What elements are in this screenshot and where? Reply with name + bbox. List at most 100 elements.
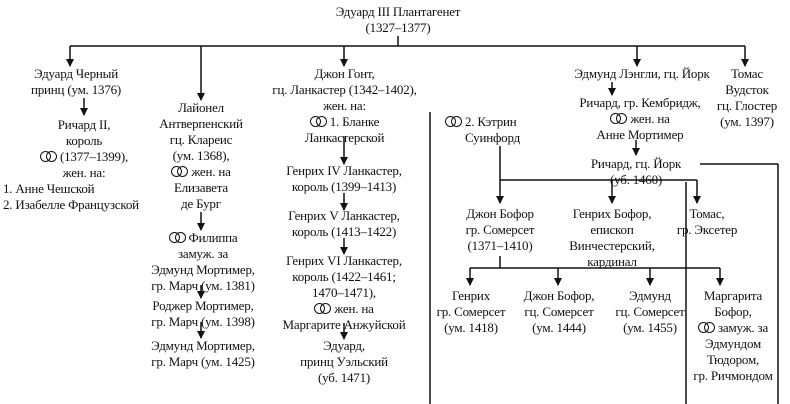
node-henry-beaufort: Генрих Бофор, епископ Винчестерский, кар… — [555, 206, 669, 270]
node-line: король (1422–1461; — [292, 269, 396, 284]
node-line: гр. Сомерсет — [465, 222, 535, 237]
node-edward-prince-wales: Эдуард, принц Уэльский (уб. 1471) — [284, 338, 404, 386]
node-line: (1371–1410) — [467, 238, 533, 253]
node-line: гр. Марч (ум. 1381) — [151, 278, 255, 293]
node-line: епископ — [590, 222, 634, 237]
node-line: король (1399–1413) — [291, 179, 397, 194]
node-line: Генрих V Ланкастер, — [288, 208, 400, 223]
node-richard-york: Ричард, гц. Йорк (уб. 1460) — [576, 156, 696, 188]
node-line: Ричард, гц. Йорк — [590, 156, 682, 171]
node-line: гр. Сомерсет — [436, 304, 506, 319]
node-edmund-langley: Эдмунд Лэнгли, гц. Йорк — [557, 66, 727, 82]
node-line: (ум. 1418) — [444, 320, 498, 335]
node-line: Суинфорд — [465, 130, 521, 145]
node-line: Джон Бофор — [466, 206, 534, 221]
node-edward-iii: Эдуард III Плантагенет (1327–1377) — [318, 4, 478, 36]
node-line: 1. Бланке — [329, 114, 380, 129]
node-richard-cambridge: Ричард, гр. Кембридж, жен. на Анне Морти… — [560, 95, 720, 143]
node-line-with-rings: жен. на — [560, 111, 720, 127]
node-line: Эдуард, — [323, 338, 365, 353]
node-thomas-exeter: Томас, гр. Эксетер — [667, 206, 747, 238]
marriage-rings-icon — [171, 166, 189, 177]
node-henry-v: Генрих V Ланкастер, король (1413–1422) — [269, 208, 419, 240]
node-line: гр. Эксетер — [676, 222, 738, 237]
node-line: 1470–1471), — [312, 285, 376, 300]
node-line: Джон Гонт, — [314, 66, 375, 81]
node-john-beaufort-2: Джон Бофор, гц. Сомерсет (ум. 1444) — [512, 288, 606, 336]
node-line: гр. Ричмондом — [693, 368, 773, 383]
node-lionel: Лайонел Антверпенский гц. Клареис (ум. 1… — [141, 100, 261, 212]
node-line: жен. на — [334, 301, 374, 316]
node-line: (ум. 1455) — [623, 320, 677, 335]
node-line-with-rings: жен. на — [266, 301, 422, 317]
node-line: (1377–1399), — [59, 149, 128, 164]
marriage-rings-icon — [697, 322, 715, 333]
node-line: Джон Бофор, — [523, 288, 595, 303]
node-line: Ричард, гр. Кембридж, — [579, 95, 701, 110]
node-john-gaunt: Джон Гонт, гц. Ланкастер (1342–1402), же… — [257, 66, 432, 146]
node-line: жен. на: — [62, 165, 106, 180]
node-edward-black-prince: Эдуард Черный принц (ум. 1376) — [6, 66, 146, 98]
node-line: (ум. 1444) — [532, 320, 586, 335]
node-line: Генрих VI Ланкастер, — [286, 253, 402, 268]
node-line: Антверпенский — [159, 116, 243, 131]
node-henry-somerset: Генрих гр. Сомерсет (ум. 1418) — [432, 288, 510, 336]
node-line: замуж. за — [177, 246, 229, 261]
node-line: Анне Мортимер — [596, 127, 684, 142]
node-line: гр. Марч (ум. 1425) — [151, 354, 255, 369]
node-edmund-somerset: Эдмунд гц. Сомерсет (ум. 1455) — [606, 288, 694, 336]
node-line: Генрих IV Ланкастер, — [286, 163, 402, 178]
node-line: жен. на: — [323, 98, 366, 113]
node-line: Ричард II, — [57, 117, 111, 132]
node-line: Роджер Мортимер, — [152, 298, 254, 313]
node-line: Бофор, — [714, 304, 752, 319]
node-edmund-mortimer: Эдмунд Мортимер, гр. Марч (ум. 1425) — [128, 338, 278, 370]
node-line: принц (ум. 1376) — [30, 82, 122, 97]
node-line: Томас — [731, 66, 763, 81]
node-line: (ум. 1397) — [720, 114, 774, 129]
node-line: Маргарита — [703, 288, 763, 303]
node-line: Эдмунд Лэнгли, гц. Йорк — [574, 66, 710, 81]
node-edward-iii-years: (1327–1377) — [365, 20, 431, 35]
node-line-with-rings: 2. Кэтрин — [445, 114, 520, 130]
node-line: 2. Кэтрин — [465, 114, 517, 129]
node-line: гц. Сомерсет — [615, 304, 685, 319]
node-line: Тюдором, — [706, 352, 760, 367]
node-line: Эдмунд Мортимер, — [151, 338, 255, 353]
node-line: Вудсток — [725, 82, 769, 97]
node-line: король — [65, 133, 103, 148]
node-edward-iii-name: Эдуард III Плантагенет — [335, 4, 461, 19]
node-line: Генрих — [451, 288, 490, 303]
node-philippa: Филиппа замуж. за Эдмунд Мортимер, гр. М… — [128, 230, 278, 294]
node-katherine-swynford: 2. Кэтрин Суинфорд — [445, 114, 520, 146]
node-line: Эдмунд Мортимер, — [151, 262, 255, 277]
node-line-with-rings: (1377–1399), — [24, 149, 144, 165]
marriage-rings-icon — [309, 116, 327, 127]
node-line: король (1413–1422) — [291, 224, 397, 239]
node-line: Филиппа — [188, 230, 238, 245]
node-line: Томас, — [689, 206, 725, 221]
node-line: кардинал — [587, 254, 637, 269]
node-line: жен. на — [630, 111, 670, 126]
marriage-rings-icon — [39, 151, 57, 162]
node-line-with-rings: 1. Бланке — [257, 114, 432, 130]
node-line: гц. Глостер — [716, 98, 778, 113]
node-line-with-rings: замуж. за — [680, 320, 786, 336]
node-line: Генрих Бофор, — [572, 206, 652, 221]
marriage-rings-icon — [168, 232, 186, 243]
node-line: Ланкастерской — [304, 130, 385, 145]
node-line: принц Уэльский — [300, 354, 388, 369]
node-line: гц. Ланкастер (1342–1402), — [272, 82, 417, 97]
node-thomas-woodstock: Томас Вудсток гц. Глостер (ум. 1397) — [707, 66, 787, 130]
node-line: Елизавета — [174, 180, 228, 195]
node-margaret-beaufort: Маргарита Бофор, замуж. за Эдмундом Тюдо… — [680, 288, 786, 384]
node-line: гц. Сомерсет — [524, 304, 594, 319]
node-john-beaufort-1: Джон Бофор гр. Сомерсет (1371–1410) — [445, 206, 555, 254]
node-line: Винчестерский, — [569, 238, 655, 253]
node-henry-iv: Генрих IV Ланкастер, король (1399–1413) — [269, 163, 419, 195]
marriage-rings-icon — [314, 303, 332, 314]
node-line: Маргарите Анжуйской — [282, 317, 406, 332]
node-line: Эдмунд — [629, 288, 671, 303]
node-richard-ii: Ричард II, король (1377–1399), жен. на: — [24, 117, 144, 181]
